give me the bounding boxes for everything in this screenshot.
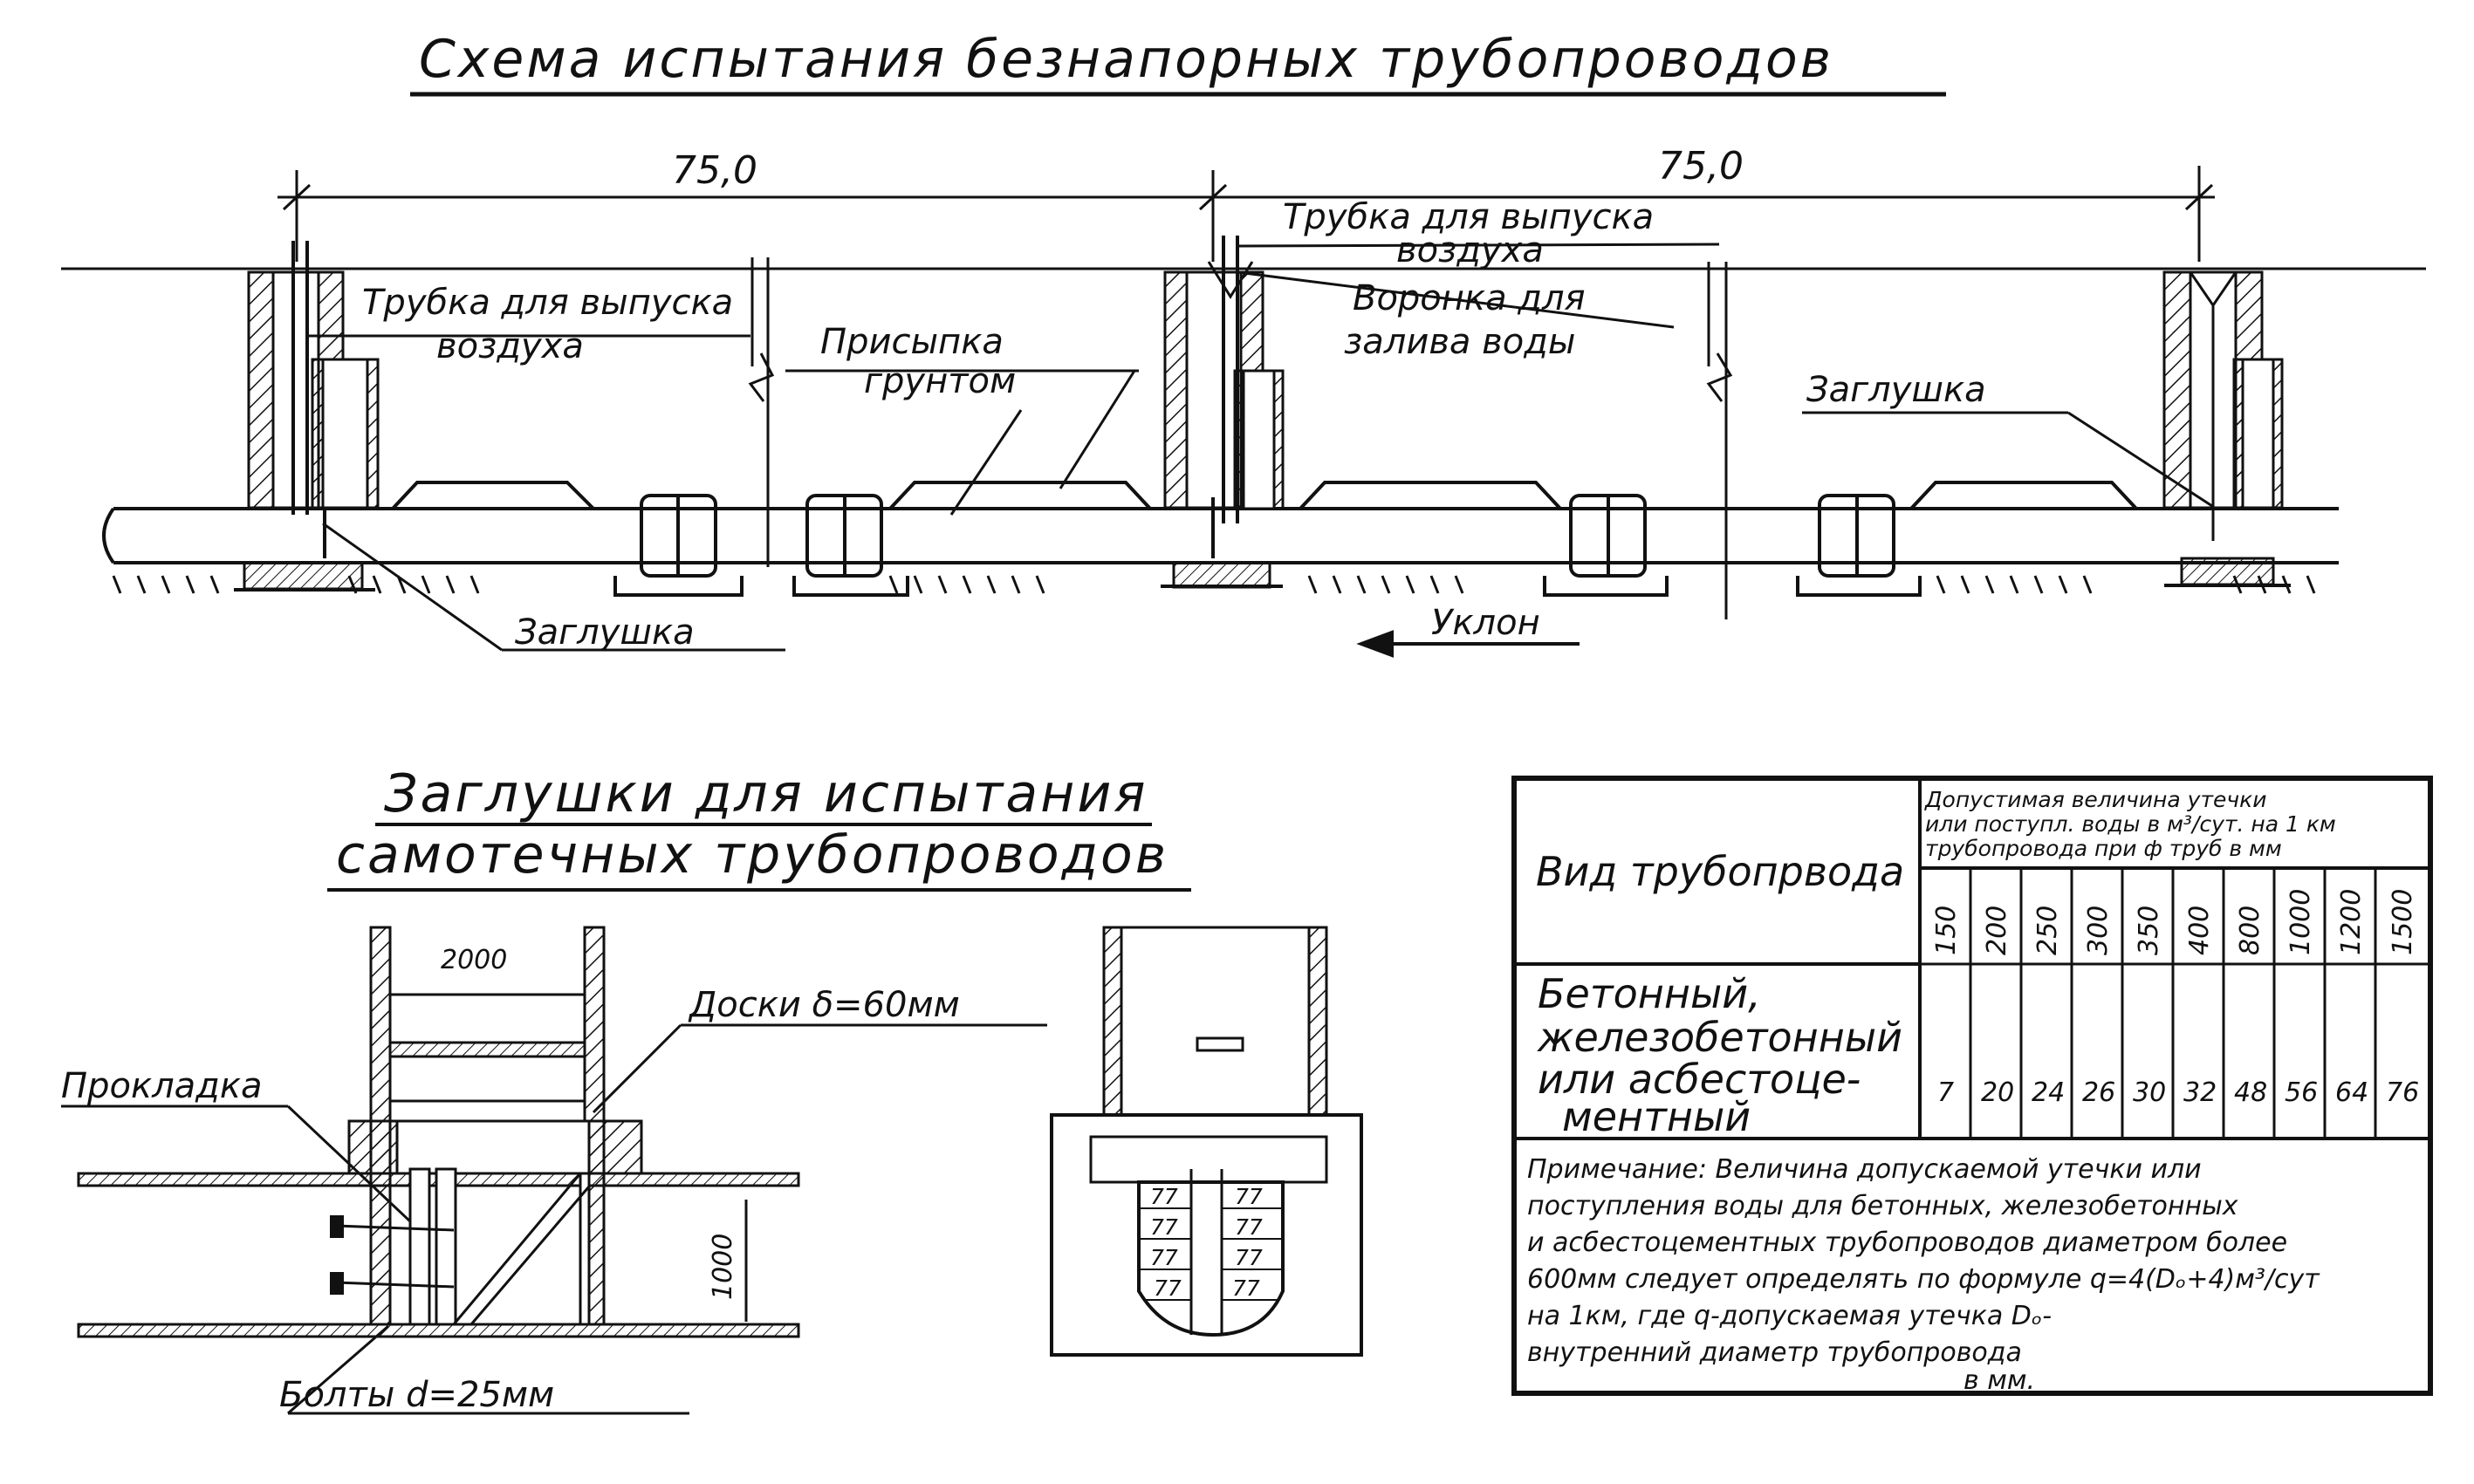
value-350: 30: [2133, 1077, 2166, 1108]
table-diameter-headers: 150 200 250 300 350 400 800 1000 1200 15…: [1931, 889, 2418, 955]
manhole-center: [1161, 236, 1285, 589]
value-200: 20: [1981, 1077, 2014, 1108]
label-backfill: Присыпка: [820, 322, 1004, 362]
shield-mark-8: 77: [1232, 1275, 1260, 1301]
diameter-1500: 1500: [2388, 889, 2418, 955]
manhole-right: [2162, 270, 2291, 587]
value-1500: 76: [2386, 1077, 2419, 1108]
plugs-title-line1: Заглушки для испытания: [384, 763, 1148, 824]
diameter-1200: 1200: [2336, 889, 2367, 955]
label-air-pipe-center: Трубка для выпуска: [1283, 197, 1654, 237]
plugs-drawing: Заглушки для испытания самотечных трубоп…: [61, 763, 1363, 1415]
plug-section-view: 2000 1000 Доски δ=60мм Прокладка Болты d…: [61, 926, 1047, 1415]
note-line-7: в мм.: [1963, 1365, 2035, 1396]
diameter-800: 800: [2235, 906, 2265, 955]
dimension-line: [278, 166, 2215, 262]
table-row-label-4: ментный: [1562, 1093, 1751, 1140]
diameter-350: 350: [2134, 906, 2164, 955]
label-funnel-2: залива воды: [1344, 322, 1575, 362]
value-300: 26: [2082, 1077, 2115, 1108]
value-250: 24: [2032, 1077, 2065, 1108]
plugs-title-line2: самотечных трубопроводов: [336, 824, 1168, 886]
break-marks: [748, 257, 1733, 619]
note-line-5: на 1км, где q-допускаемая утечка Dₒ-: [1527, 1301, 2052, 1331]
label-funnel: Воронка для: [1353, 278, 1586, 318]
table-note: Примечание: Величина допускаемой утечки …: [1527, 1154, 2320, 1396]
label-boards: Доски δ=60мм: [688, 985, 960, 1025]
shield-mark-4: 77: [1235, 1214, 1263, 1240]
value-1200: 64: [2335, 1077, 2368, 1108]
table-group-header-3: трубопровода при ф труб в мм: [1925, 836, 2282, 861]
table-values: 7 20 24 26 30 32 48 56 64 76: [1937, 1077, 2419, 1108]
note-line-3: и асбестоцементных трубопроводов диаметр…: [1527, 1228, 2287, 1258]
label-backfill-2: грунтом: [864, 361, 1016, 401]
dimension-left: 75,0: [672, 148, 757, 193]
shield-mark-1: 77: [1150, 1184, 1178, 1209]
manhole-left: [234, 241, 380, 592]
label-gasket: Прокладка: [61, 1066, 263, 1106]
value-400: 32: [2183, 1077, 2217, 1108]
shield-mark-3: 77: [1150, 1214, 1178, 1240]
soil-backfill: [391, 481, 2138, 510]
diameter-1000: 1000: [2286, 889, 2316, 955]
shield-mark-6: 77: [1235, 1245, 1263, 1270]
label-plug-left: Заглушка: [515, 612, 695, 653]
label-plug-right: Заглушка: [1806, 370, 1986, 410]
table-row-label-2: железобетонный: [1537, 1014, 1902, 1061]
plug-dim-height: 1000: [708, 1234, 738, 1300]
value-800: 48: [2234, 1077, 2267, 1108]
note-line-2: поступления воды для бетонных, железобет…: [1527, 1191, 2238, 1221]
diameter-150: 150: [1931, 906, 1962, 955]
plug-front-view: 77 77 77 77 77 77 77 77: [1050, 926, 1363, 1357]
diameter-250: 250: [2032, 906, 2063, 955]
leakage-table: Вид трубопрвода Допустимая величина утеч…: [1511, 776, 2433, 1396]
slope-arrow: [1356, 630, 1580, 658]
table-col-header: Вид трубопрвода: [1536, 848, 1904, 895]
diameter-200: 200: [1982, 906, 2012, 955]
diameter-400: 400: [2184, 906, 2215, 955]
table-group-header-1: Допустимая величина утечки: [1924, 787, 2267, 812]
table-row-label-3: или асбестоце-: [1538, 1056, 1861, 1103]
shield-mark-7: 77: [1154, 1275, 1182, 1301]
label-air-pipe-left: Трубка для выпуска: [362, 283, 733, 323]
label-slope: Уклон: [1431, 603, 1540, 643]
label-air-pipe-left-2: воздуха: [436, 326, 584, 366]
pipeline-test-scheme: Схема испытания безнапорных трубопроводо…: [61, 29, 2426, 658]
value-150: 7: [1937, 1077, 1954, 1108]
support-blocks: [613, 576, 1922, 597]
label-air-pipe-center-2: воздуха: [1396, 230, 1544, 270]
note-line-6: внутренний диаметр трубопровода: [1527, 1337, 2022, 1368]
shield-mark-2: 77: [1235, 1184, 1263, 1209]
scheme-title: Схема испытания безнапорных трубопроводо…: [419, 29, 1833, 90]
diameter-300: 300: [2083, 906, 2114, 955]
table-group-header-2: или поступл. воды в м³/сут. на 1 км: [1925, 811, 2336, 837]
label-bolts: Болты d=25мм: [279, 1375, 554, 1415]
note-line-1: Примечание: Величина допускаемой утечки …: [1527, 1154, 2202, 1185]
dimension-right: 75,0: [1658, 144, 1744, 188]
plug-dim-width: 2000: [441, 945, 507, 975]
table-grid: [1920, 868, 2430, 1139]
leader-lines: [307, 243, 2213, 652]
note-line-4: 600мм следует определять по формуле q=4(…: [1527, 1264, 2320, 1295]
table-row-label-1: Бетонный,: [1538, 970, 1761, 1017]
shield-mark-5: 77: [1150, 1245, 1178, 1270]
value-1000: 56: [2285, 1077, 2318, 1108]
